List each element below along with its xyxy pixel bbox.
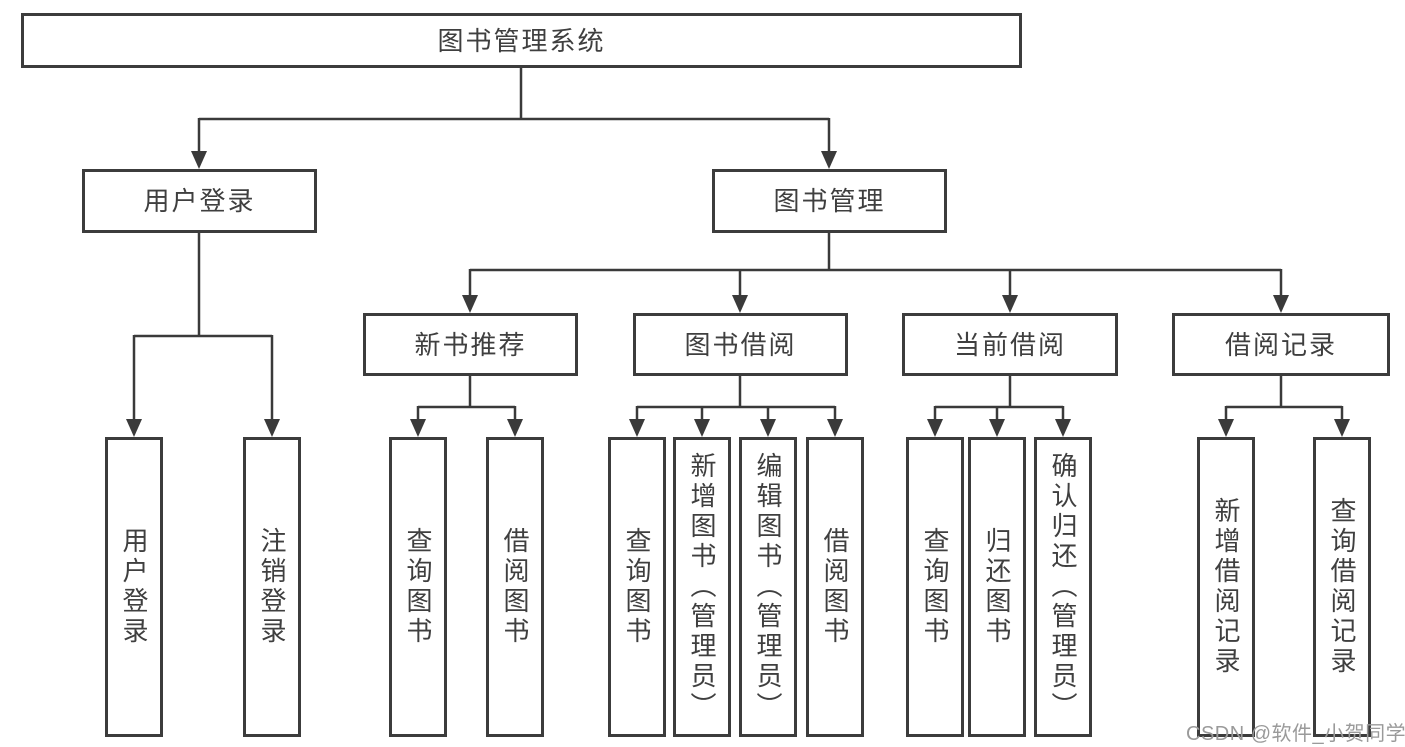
leaf-label: 查询图书 <box>920 527 950 647</box>
node-label: 借阅记录 <box>1224 329 1337 360</box>
csdn-watermark: CSDN @软件_小贺同学 <box>1186 723 1405 745</box>
node-label: 图书管理 <box>773 186 886 216</box>
node-new-book-recommendation: 新书推荐 <box>363 313 578 376</box>
leaf-label: 查询借阅记录 <box>1327 497 1357 677</box>
node-book-management: 图书管理 <box>712 169 947 233</box>
node-label: 图书管理系统 <box>437 25 606 56</box>
leaf-query-borrow-record: 查询借阅记录 <box>1313 437 1371 737</box>
leaf-label: 注销登录 <box>257 527 287 647</box>
leaf-add-books-admin: 新增图书（管理员） <box>673 437 731 737</box>
leaf-label: 查询图书 <box>622 527 652 647</box>
leaf-confirm-return-admin: 确认归还（管理员） <box>1034 437 1092 737</box>
node-book-borrowing: 图书借阅 <box>633 313 848 376</box>
leaf-label: 归还图书 <box>982 527 1012 647</box>
node-library-management-system: 图书管理系统 <box>21 13 1022 68</box>
leaf-label: 借阅图书 <box>500 527 530 647</box>
node-label: 用户登录 <box>143 186 256 216</box>
node-user-login: 用户登录 <box>82 169 317 233</box>
leaf-label: 查询图书 <box>403 527 433 647</box>
leaf-label: 新增图书（管理员） <box>687 452 717 722</box>
leaf-label: 编辑图书（管理员） <box>753 452 783 722</box>
leaf-user-login: 用户登录 <box>105 437 163 737</box>
leaf-logout: 注销登录 <box>243 437 301 737</box>
node-label: 当前借阅 <box>953 329 1066 360</box>
leaf-add-borrow-record: 新增借阅记录 <box>1197 437 1255 737</box>
arrowhead-icons <box>126 151 1350 437</box>
leaf-borrow-books-recommend: 借阅图书 <box>486 437 544 737</box>
node-current-borrowing: 当前借阅 <box>902 313 1118 376</box>
leaf-borrow-books: 借阅图书 <box>806 437 864 737</box>
leaf-label: 确认归还（管理员） <box>1048 452 1078 722</box>
leaf-label: 新增借阅记录 <box>1211 497 1241 677</box>
node-borrowing-records: 借阅记录 <box>1172 313 1390 376</box>
leaf-query-books-borrowing: 查询图书 <box>608 437 666 737</box>
leaf-query-books-current: 查询图书 <box>906 437 964 737</box>
node-label: 新书推荐 <box>414 329 527 360</box>
leaf-label: 借阅图书 <box>820 527 850 647</box>
leaf-query-books-recommend: 查询图书 <box>389 437 447 737</box>
leaf-label: 用户登录 <box>119 527 149 647</box>
leaf-edit-books-admin: 编辑图书（管理员） <box>739 437 797 737</box>
node-label: 图书借阅 <box>684 329 797 360</box>
leaf-return-books: 归还图书 <box>968 437 1026 737</box>
